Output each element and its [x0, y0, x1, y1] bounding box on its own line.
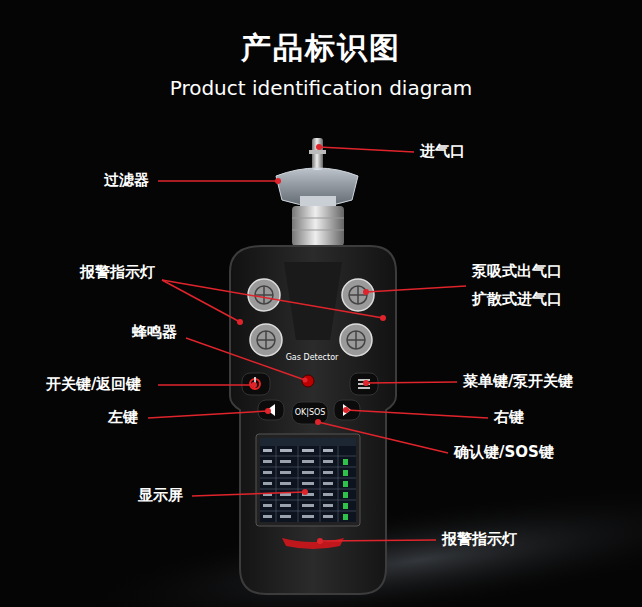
- device-brand: Gas Detector: [286, 353, 339, 362]
- part-label: 报警指示灯: [442, 531, 517, 548]
- part-label: 扩散式进气口: [472, 291, 562, 308]
- part-label: 菜单键/泵开关键: [463, 373, 573, 390]
- subtitle: Product identification diagram: [170, 77, 473, 100]
- part-label: 报警指示灯: [80, 264, 155, 281]
- button-text: OK|SOS: [295, 408, 326, 417]
- part-label: 左键: [108, 409, 138, 426]
- part-label: 右键: [494, 409, 524, 426]
- diagram-title: 产品标识图: [241, 31, 401, 66]
- part-label: 进气口: [420, 143, 465, 160]
- part-label: 开关键/返回键: [46, 376, 141, 393]
- part-label: 显示屏: [138, 487, 183, 504]
- part-label: 泵吸式出气口: [472, 263, 562, 280]
- part-label: 蜂鸣器: [132, 324, 177, 341]
- part-label: 确认键/SOS键: [454, 444, 554, 461]
- part-label: 过滤器: [104, 172, 149, 189]
